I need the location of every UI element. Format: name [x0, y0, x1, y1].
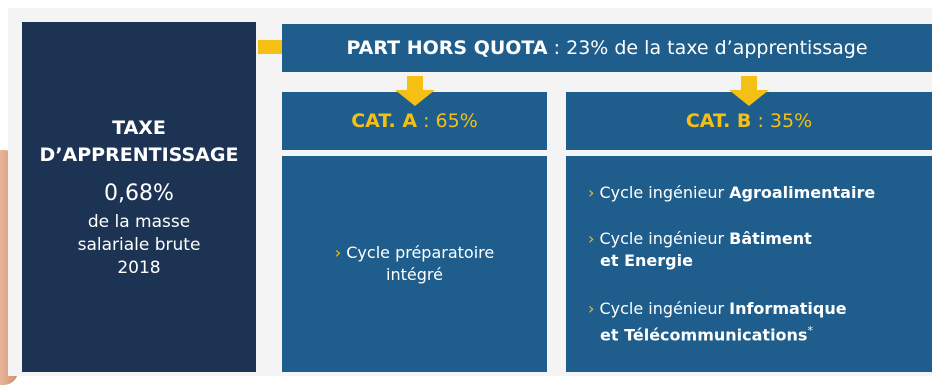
cat-b-item-bold: Informatique [729, 299, 847, 318]
chevron-right-icon: › [334, 243, 347, 262]
cat-a-percentage: : 65% [417, 110, 478, 132]
cat-b-item-bold: Agroalimentaire [729, 183, 876, 202]
cat-a-body: › Cycle préparatoire intégré [282, 156, 547, 372]
cat-b-body: › Cycle ingénieur Agroalimentaire › Cycl… [566, 156, 932, 372]
cat-b-item-bold-line2: et Télécommunications [600, 325, 808, 345]
arrow-down-icon [395, 76, 435, 106]
taxe-desc-line2: salariale brute [77, 234, 201, 255]
cat-b-item-text: Cycle ingénieur [599, 229, 730, 248]
part-hors-quota-bar: PART HORS QUOTA : 23% de la taxe d’appre… [282, 24, 932, 72]
cat-a-label: CAT. A [351, 110, 418, 132]
taxe-percentage: 0,68% [104, 180, 174, 206]
chevron-right-icon: › [588, 229, 600, 248]
cat-b-item-agro: › Cycle ingénieur Agroalimentaire [588, 182, 875, 204]
taxe-description: de la masse salariale brute 2018 [78, 211, 201, 280]
cat-a-item-line1: Cycle préparatoire [346, 243, 495, 262]
taxe-desc-line3: 2018 [117, 257, 161, 278]
asterisk: * [807, 324, 813, 337]
cat-b-item-bold: Bâtiment [729, 229, 812, 248]
cat-a-header: CAT. A : 65% [282, 92, 547, 150]
cat-b-item-bold-line2: et Energie [600, 251, 693, 270]
taxe-apprentissage-box: TAXE D’APPRENTISSAGE 0,68% de la masse s… [22, 22, 256, 372]
taxe-desc-line1: de la masse [87, 211, 191, 232]
cat-a-item-line2: intégré [386, 265, 443, 284]
chevron-right-icon: › [588, 183, 600, 202]
taxe-title-line2: D’APPRENTISSAGE [39, 143, 239, 166]
cat-b-label: CAT. B [685, 110, 752, 132]
cat-b-percentage: : 35% [751, 110, 813, 132]
cat-b-item-text: Cycle ingénieur [599, 299, 730, 318]
cat-b-item-informatique: › Cycle ingénieur Informatique et Téléco… [588, 298, 847, 346]
part-hors-quota-label: PART HORS QUOTA [346, 37, 548, 59]
cat-b-item-text: Cycle ingénieur [599, 183, 730, 202]
taxe-title: TAXE D’APPRENTISSAGE [40, 115, 239, 169]
cat-b-item-batiment: › Cycle ingénieur Bâtiment et Energie [588, 228, 812, 272]
part-hors-quota-value: : 23% de la taxe d’apprentissage [547, 37, 868, 59]
cat-a-item: › Cycle préparatoire intégré [335, 242, 494, 286]
chevron-right-icon: › [588, 299, 600, 318]
taxe-title-line1: TAXE [112, 116, 166, 139]
cat-b-header: CAT. B : 35% [566, 92, 932, 150]
arrow-down-icon [729, 76, 769, 106]
